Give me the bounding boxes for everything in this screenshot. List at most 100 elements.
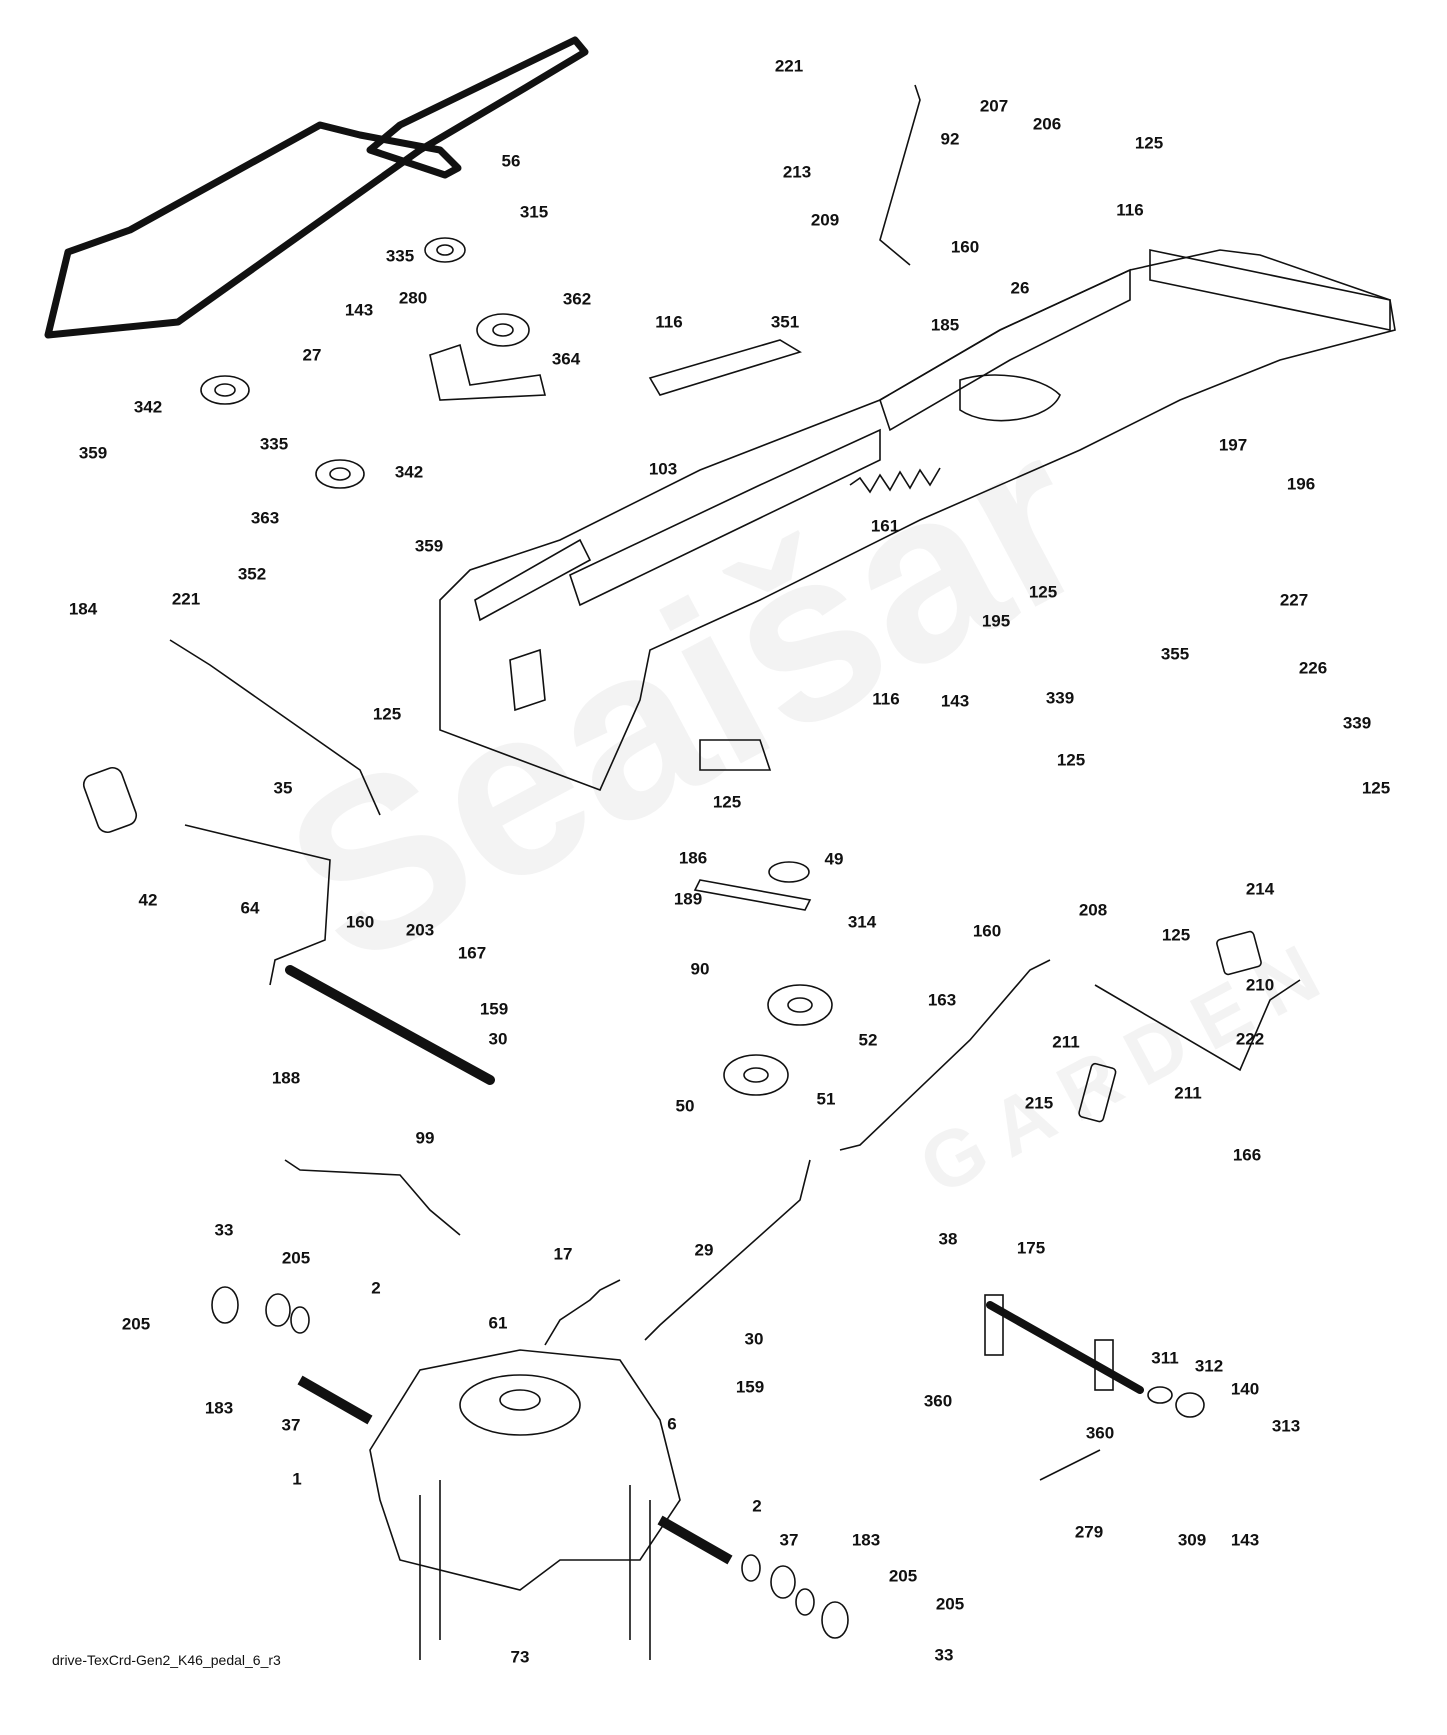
part-callout-51: 51 (816, 1089, 836, 1109)
part-callout-103: 103 (648, 459, 678, 479)
part-callout-206: 206 (1032, 114, 1062, 134)
washer (290, 1306, 310, 1334)
part-callout-186: 186 (678, 848, 708, 868)
part-callout-61: 61 (488, 1313, 508, 1333)
part-callout-143: 143 (1230, 1530, 1260, 1550)
part-callout-339: 339 (1045, 688, 1075, 708)
part-callout-73: 73 (510, 1647, 530, 1667)
part-callout-125: 125 (1134, 133, 1164, 153)
part-callout-183: 183 (204, 1398, 234, 1418)
part-callout-42: 42 (138, 890, 158, 910)
part-callout-92: 92 (940, 129, 960, 149)
idler-arm-lower (693, 879, 812, 911)
part-callout-311: 311 (1151, 1348, 1179, 1368)
part-callout-359: 359 (414, 536, 444, 556)
part-callout-159: 159 (479, 999, 509, 1019)
part-callout-125: 125 (1161, 925, 1191, 945)
part-callout-167: 167 (457, 943, 487, 963)
part-callout-125: 125 (1361, 778, 1391, 798)
part-callout-215: 215 (1024, 1093, 1054, 1113)
part-callout-203: 203 (405, 920, 435, 940)
part-callout-49: 49 (824, 849, 844, 869)
part-callout-50: 50 (675, 1096, 695, 1116)
part-callout-2: 2 (752, 1496, 762, 1516)
part-callout-125: 125 (372, 704, 402, 724)
main-frame (439, 249, 1396, 792)
diagram-caption: drive-TexCrd-Gen2_K46_pedal_6_r3 (52, 1652, 281, 1668)
part-callout-226: 226 (1298, 658, 1328, 678)
part-callout-184: 184 (68, 599, 98, 619)
part-callout-227: 227 (1279, 590, 1309, 610)
rod-163 (839, 959, 1051, 1151)
tension-spring (849, 467, 941, 494)
bushing (265, 1293, 291, 1327)
spring-17 (544, 1279, 621, 1346)
part-callout-362: 362 (562, 289, 592, 309)
part-callout-90: 90 (690, 959, 710, 979)
part-callout-125: 125 (1028, 582, 1058, 602)
part-callout-221: 221 (774, 56, 804, 76)
part-callout-159: 159 (735, 1377, 765, 1397)
part-callout-161: 161 (870, 516, 900, 536)
part-callout-163: 163 (927, 990, 957, 1010)
rod-99 (284, 1159, 461, 1236)
part-callout-37: 37 (779, 1530, 799, 1550)
brake-pedal (1094, 979, 1301, 1072)
part-callout-125: 125 (1056, 750, 1086, 770)
part-callout-213: 213 (782, 162, 812, 182)
part-callout-214: 214 (1245, 879, 1275, 899)
part-callout-363: 363 (250, 508, 280, 528)
rod-29 (644, 1159, 811, 1341)
part-callout-26: 26 (1010, 278, 1030, 298)
rod-279 (1039, 1449, 1101, 1481)
part-callout-30: 30 (744, 1329, 764, 1349)
idler-bracket (429, 343, 547, 401)
part-callout-351: 351 (770, 312, 800, 332)
part-callout-35: 35 (273, 778, 293, 798)
part-callout-335: 335 (259, 434, 289, 454)
cross-shaft (285, 965, 495, 1085)
part-callout-29: 29 (694, 1240, 714, 1260)
part-callout-116: 116 (1116, 200, 1144, 220)
part-callout-160: 160 (972, 921, 1002, 941)
part-callout-205: 205 (121, 1314, 151, 1334)
part-callout-56: 56 (501, 151, 521, 171)
part-callout-207: 207 (979, 96, 1009, 116)
part-callout-352: 352 (237, 564, 267, 584)
washer (211, 1286, 239, 1324)
part-callout-360: 360 (923, 1391, 953, 1411)
idler-arm (648, 339, 802, 396)
part-callout-160: 160 (950, 237, 980, 257)
part-callout-211: 211 (1052, 1032, 1080, 1052)
part-callout-166: 166 (1232, 1145, 1262, 1165)
part-callout-17: 17 (553, 1244, 573, 1264)
part-callout-210: 210 (1245, 975, 1275, 995)
pedal-pad-215 (1078, 1062, 1117, 1123)
part-callout-315: 315 (519, 202, 549, 222)
part-callout-222: 222 (1235, 1029, 1265, 1049)
part-callout-2: 2 (371, 1278, 381, 1298)
part-callout-309: 309 (1177, 1530, 1207, 1550)
part-callout-196: 196 (1286, 474, 1316, 494)
rod-35 (169, 639, 381, 816)
part-callout-183: 183 (851, 1530, 881, 1550)
brake-shaft (986, 1301, 1144, 1394)
part-callout-52: 52 (858, 1030, 878, 1050)
drive-belt (44, 36, 589, 339)
part-callout-339: 339 (1342, 713, 1372, 733)
rod-209 (879, 84, 921, 266)
part-callout-364: 364 (551, 349, 581, 369)
part-callout-160: 160 (345, 912, 375, 932)
part-callout-221: 221 (171, 589, 201, 609)
part-callout-37: 37 (281, 1415, 301, 1435)
part-callout-185: 185 (930, 315, 960, 335)
part-callout-342: 342 (133, 397, 163, 417)
part-callout-64: 64 (240, 898, 260, 918)
part-callout-314: 314 (847, 912, 877, 932)
part-callout-125: 125 (712, 792, 742, 812)
part-callout-30: 30 (488, 1029, 508, 1049)
part-callout-195: 195 (981, 611, 1011, 631)
part-callout-359: 359 (78, 443, 108, 463)
part-callout-279: 279 (1074, 1522, 1104, 1542)
